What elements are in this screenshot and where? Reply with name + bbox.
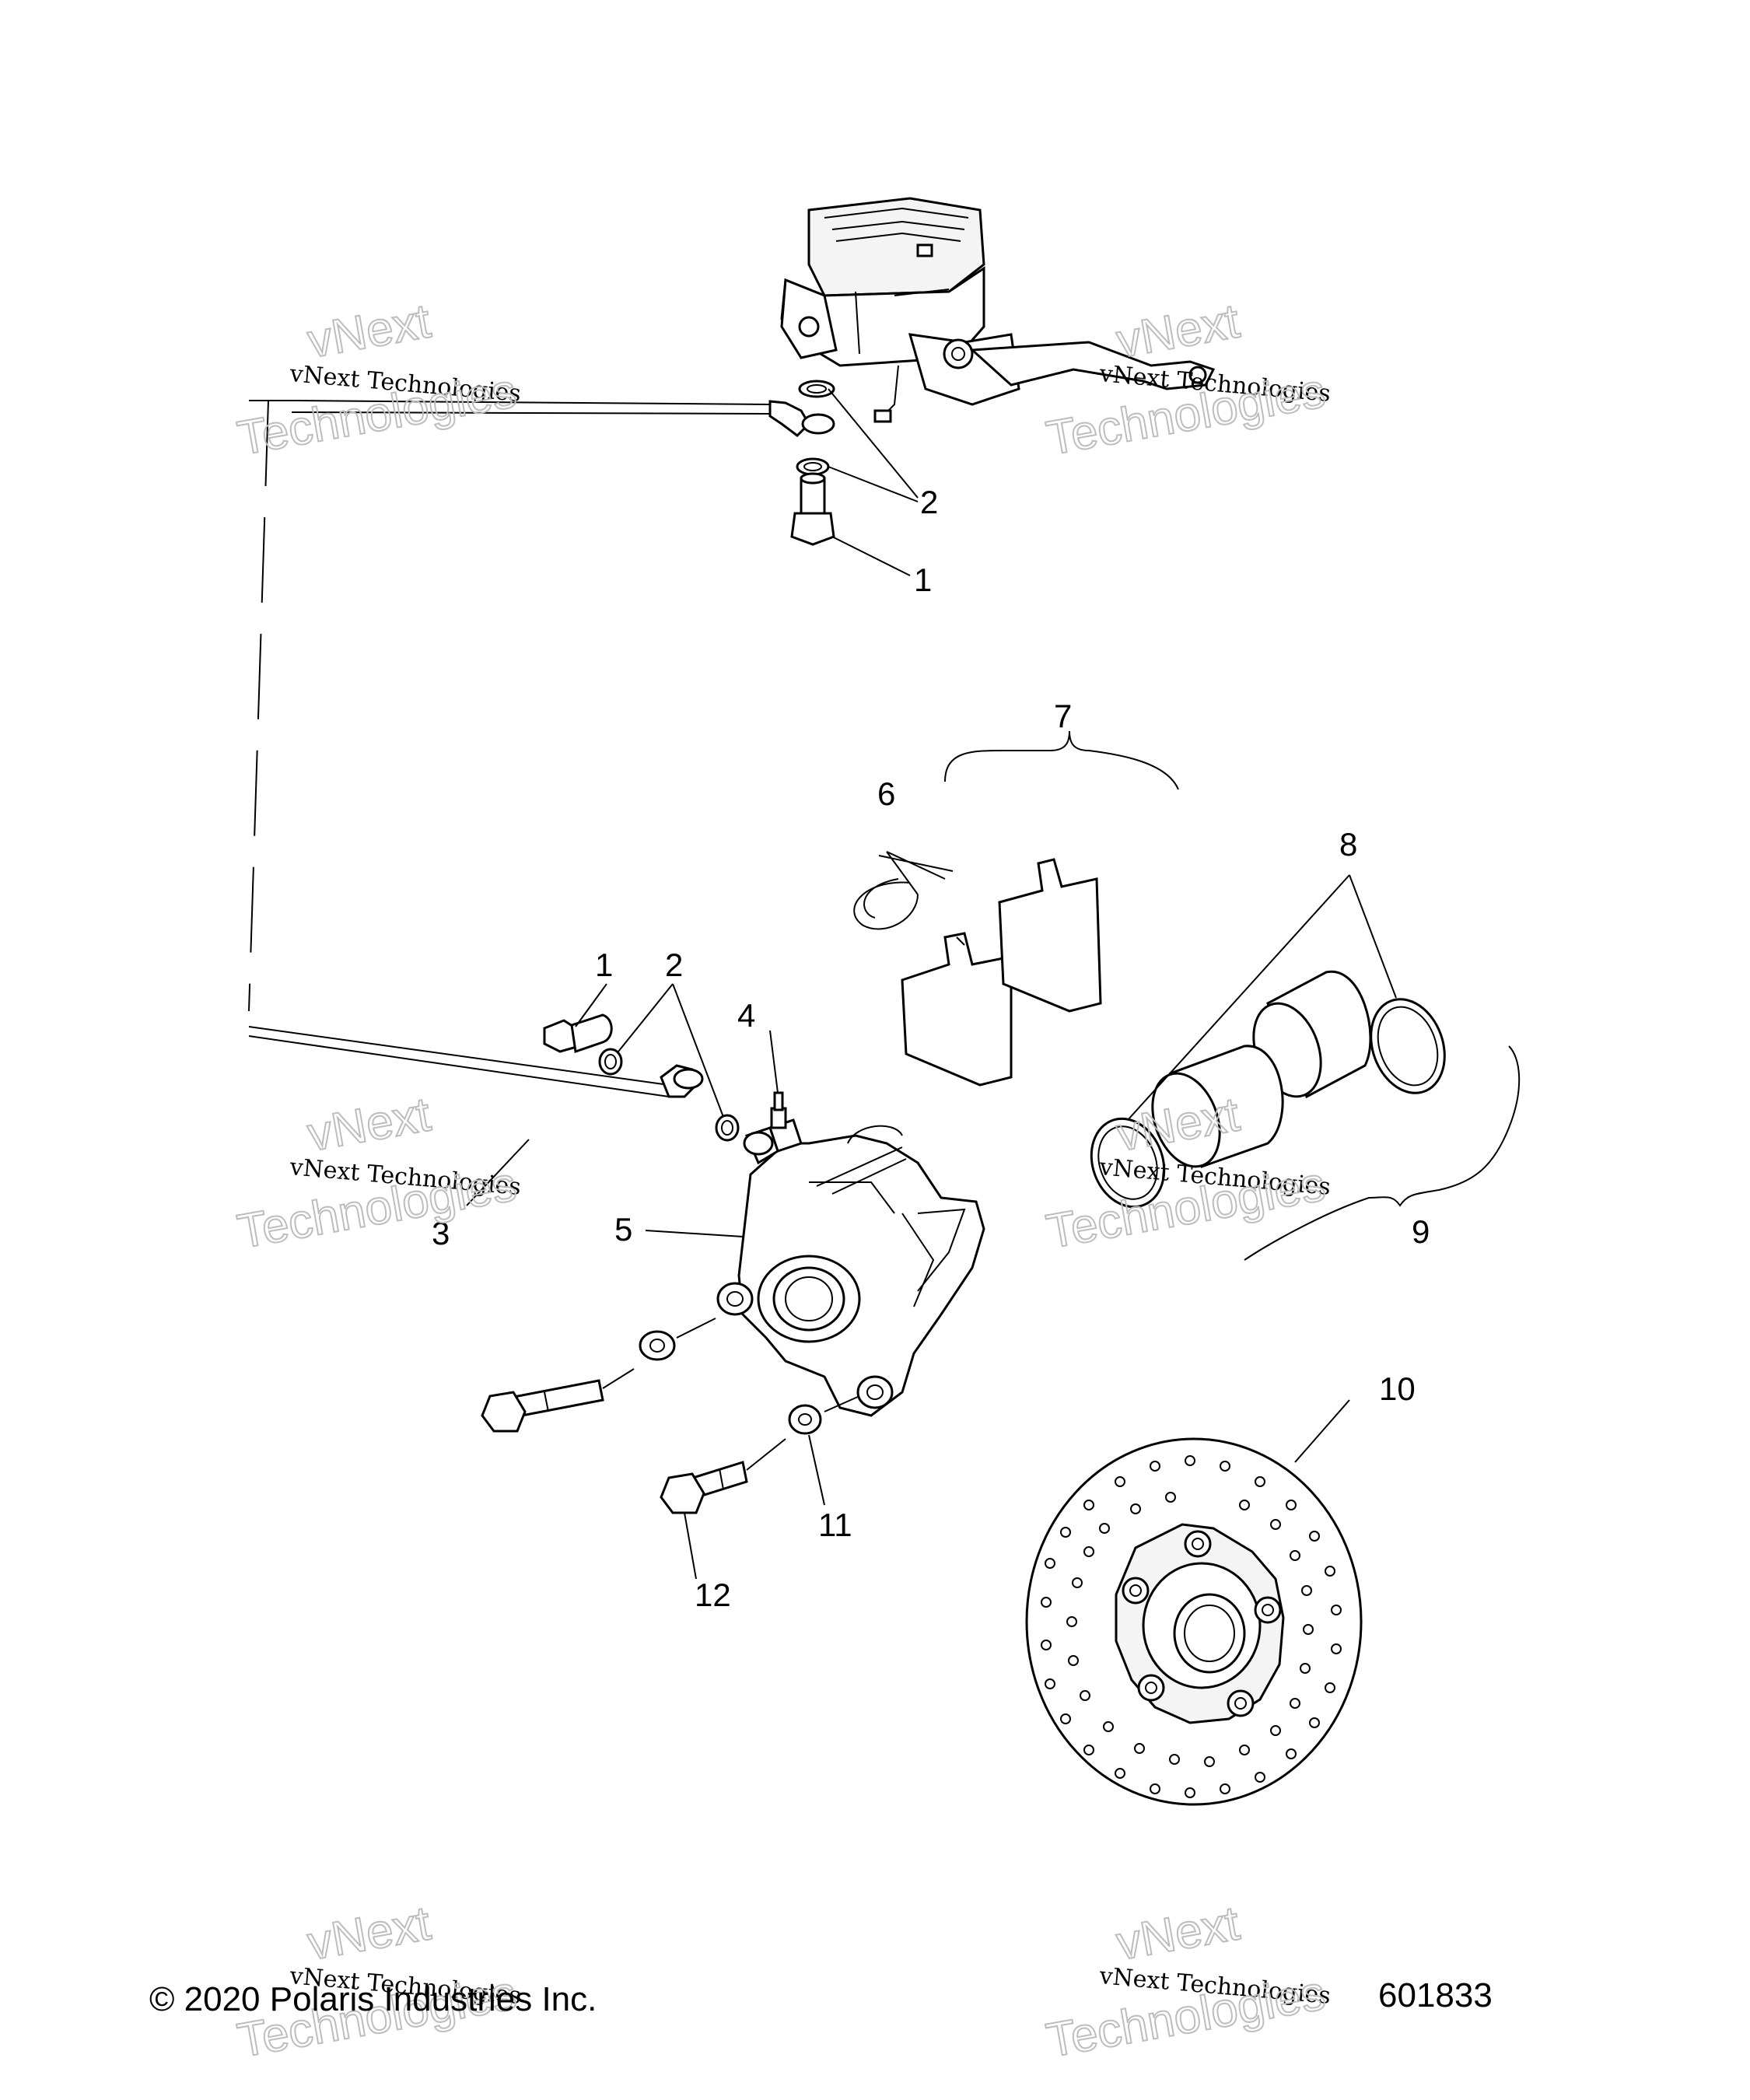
caliper-washer-lower <box>788 1404 822 1435</box>
watermark-top-left: vNext vNext Technologies Technologies <box>233 293 522 466</box>
callout-6: 6 <box>877 775 895 812</box>
brake-caliper <box>716 1091 985 1417</box>
pad-retaining-clip <box>853 851 954 930</box>
svg-text:vNext: vNext <box>1112 1896 1243 1970</box>
watermark-mid-left: vNext vNext Technologies Technologies <box>233 1087 522 1259</box>
top-washer-upper <box>798 380 835 398</box>
caliper-bolt-upper <box>481 1379 604 1433</box>
callout-1-top: 1 <box>914 562 932 598</box>
watermark-top-right: vNext vNext Technologies Technologies <box>1041 293 1332 466</box>
callout-7: 7 <box>1054 698 1072 734</box>
piston-seal-right <box>1370 998 1446 1094</box>
callout-2-top: 2 <box>920 484 938 520</box>
caliper-washer-right <box>715 1114 740 1142</box>
brake-pad-rear <box>998 858 1102 1013</box>
top-brake-hose <box>291 400 835 437</box>
middle-brake-hose <box>248 1026 704 1098</box>
piston-front <box>1151 1045 1284 1168</box>
callout-5: 5 <box>614 1211 632 1248</box>
callout-11: 11 <box>818 1507 852 1543</box>
top-banjo-bolt <box>790 472 835 546</box>
callout-2-mid: 2 <box>665 947 683 983</box>
svg-text:vNext: vNext <box>303 294 434 368</box>
brake-line-dashed-path <box>248 400 292 1012</box>
brake-pad-front <box>901 932 1013 1087</box>
callout-10: 10 <box>1379 1370 1416 1407</box>
callout-9: 9 <box>1412 1213 1430 1250</box>
watermark-bottom-right: vNext vNext Technologies Technologies <box>1041 1895 1332 2068</box>
rotor-holes <box>1041 1455 1342 1798</box>
master-cylinder-assembly <box>780 197 1216 423</box>
bracket-7 <box>944 730 1179 790</box>
bracket-9 <box>1244 1045 1521 1261</box>
caliper-bolt-lower <box>660 1461 748 1514</box>
top-washer-lower <box>796 457 830 476</box>
caliper-washer-upper <box>639 1330 676 1361</box>
svg-text:vNext: vNext <box>1112 294 1243 368</box>
svg-text:vNext: vNext <box>303 1087 434 1161</box>
brake-rotor <box>1025 1437 1363 1806</box>
copyright-text: © 2020 Polaris Industries Inc. <box>149 1980 597 2018</box>
callout-3: 3 <box>432 1215 450 1251</box>
callout-4: 4 <box>737 997 755 1034</box>
caliper-banjo-bolt <box>543 1013 613 1054</box>
piston-seal-left <box>1090 1117 1166 1209</box>
callout-8: 8 <box>1339 826 1357 863</box>
svg-text:vNext: vNext <box>303 1896 434 1970</box>
callout-1-mid: 1 <box>595 947 613 983</box>
callout-12: 12 <box>695 1577 731 1613</box>
diagram-number: 601833 <box>1378 1976 1493 2014</box>
caliper-washer-left <box>598 1048 623 1076</box>
